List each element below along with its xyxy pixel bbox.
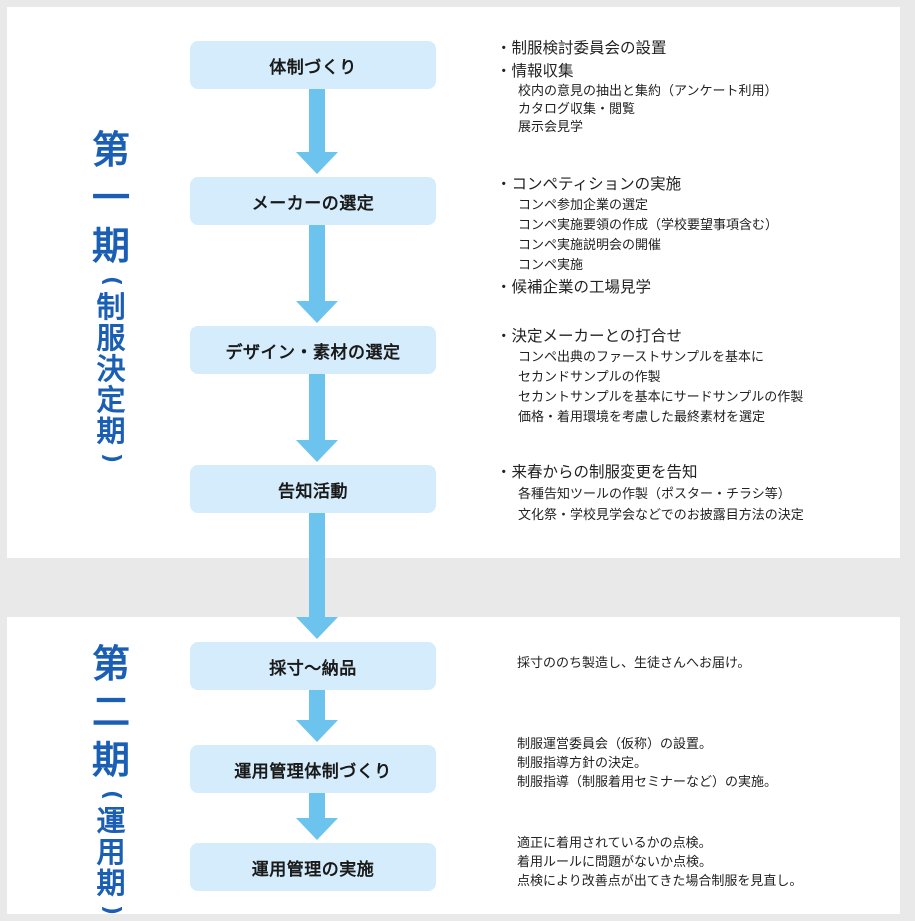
step-box: メーカーの選定 <box>190 177 436 225</box>
description-line: コンペ実施説明会の開催 <box>518 238 662 253</box>
phase-two-sub-char: 期 <box>96 866 126 900</box>
down-arrow-icon <box>296 374 338 462</box>
phase-one-char: 一 <box>91 176 130 220</box>
description-line: 点検により改善点が出てきた場合制服を見直し。 <box>517 874 803 889</box>
description-line: 価格・着用環境を考慮した最終素材を選定 <box>518 410 766 425</box>
description-line: 校内の意見の抽出と集約（アンケート利用） <box>518 84 778 99</box>
phase-one-sub-char: 期 <box>96 414 126 448</box>
description-line: 各種告知ツールの作製（ポスター・チラシ等） <box>518 487 791 502</box>
step-box: 体制づくり <box>190 41 436 89</box>
step-box: 採寸〜納品 <box>190 642 436 690</box>
description-line: カタログ収集・閲覧 <box>518 102 636 117</box>
phase-two-panel <box>7 617 900 914</box>
description-line: コンペ参加企業の選定 <box>518 198 649 213</box>
description-line: 文化祭・学校見学会などでのお披露目方法の決定 <box>518 508 804 523</box>
phase-one-char: 期 <box>91 224 130 268</box>
description-heading: 決定メーカーとの打合せ <box>502 325 897 348</box>
down-arrow-icon <box>296 225 338 323</box>
down-arrow-icon <box>296 793 338 840</box>
step-box: 運用管理体制づくり <box>190 745 436 793</box>
description-heading: 来春からの制服変更を告知 <box>502 461 897 484</box>
step-description: 適正に着用されているかの点検。 着用ルールに問題がないか点検。 点検により改善点… <box>502 834 897 891</box>
description-heading: 候補企業の工場見学 <box>502 276 897 299</box>
step-box: 告知活動 <box>190 465 436 513</box>
step-description: 制服検討委員会の設置 情報収集 校内の意見の抽出と集約（アンケート利用） カタロ… <box>502 37 897 137</box>
description-line: 採寸ののち製造し、生徒さんへお届け。 <box>517 656 751 671</box>
phase-two-paren-open: ( <box>99 789 124 801</box>
step-box: 運用管理の実施 <box>190 843 436 891</box>
phase-two-char: 期 <box>91 738 130 782</box>
phase-one-title: 第 一 期 ( 制 服 決 定 期 ) <box>83 126 139 469</box>
description-line: セカンドサンプルの作製 <box>518 370 661 385</box>
phase-one-char: 第 <box>91 128 130 172</box>
phase-one-sub-char: 決 <box>96 352 126 386</box>
down-arrow-icon <box>296 690 338 742</box>
step-description: コンペティションの実施 コンペ参加企業の選定 コンペ実施要領の作成（学校要望事項… <box>502 173 897 299</box>
description-heading: 情報収集 <box>502 60 897 83</box>
description-line: コンペ出典のファーストサンプルを基本に <box>518 350 764 365</box>
description-heading: コンペティションの実施 <box>502 173 897 196</box>
phase-two-paren-close: ) <box>99 904 124 916</box>
step-box: デザイン・素材の選定 <box>190 326 436 374</box>
step-description: 決定メーカーとの打合せ コンペ出典のファーストサンプルを基本に セカンドサンプル… <box>502 325 897 428</box>
phase-one-paren-close: ) <box>99 452 124 464</box>
phase-two-char: 二 <box>91 690 130 734</box>
description-line: 展示会見学 <box>518 120 584 135</box>
phase-one-paren-open: ( <box>99 275 124 287</box>
description-line: コンペ実施要領の作成（学校要望事項含む） <box>518 218 779 233</box>
phase-two-title: 第 二 期 ( 運 用 期 ) <box>83 640 139 921</box>
description-line: 制服運営委員会（仮称）の設置。 <box>517 737 713 752</box>
phase-one-sub-char: 定 <box>96 383 126 417</box>
down-arrow-icon <box>296 513 338 639</box>
step-description: 来春からの制服変更を告知 各種告知ツールの作製（ポスター・チラシ等） 文化祭・学… <box>502 461 897 526</box>
phase-one-sub-char: 制 <box>96 290 126 324</box>
description-line: 着用ルールに問題がないか点検。 <box>517 855 713 870</box>
description-line: セカントサンプルを基本にサードサンプルの作製 <box>518 390 804 405</box>
description-line: 適正に着用されているかの点検。 <box>517 836 712 851</box>
phase-two-sub-char: 運 <box>96 804 126 838</box>
down-arrow-icon <box>296 89 338 174</box>
step-description: 採寸ののち製造し、生徒さんへお届け。 <box>502 654 897 673</box>
phase-two-char: 第 <box>91 642 130 686</box>
description-line: 制服指導方針の決定。 <box>517 756 648 771</box>
description-line: コンペ実施 <box>518 258 584 273</box>
step-description: 制服運営委員会（仮称）の設置。 制服指導方針の決定。 制服指導（制服着用セミナー… <box>502 735 897 792</box>
phase-two-sub-char: 用 <box>96 835 126 869</box>
description-line: 制服指導（制服着用セミナーなど）の実施。 <box>517 775 778 790</box>
phase-one-sub-char: 服 <box>96 321 126 355</box>
description-heading: 制服検討委員会の設置 <box>502 37 897 60</box>
